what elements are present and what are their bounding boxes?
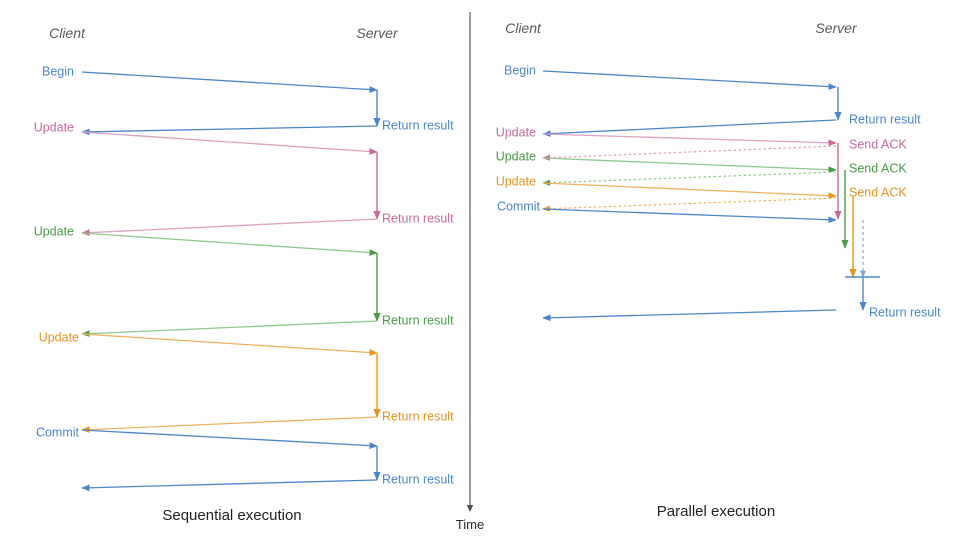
panel-caption: Parallel execution xyxy=(657,503,775,520)
message-label-update: Update xyxy=(34,120,74,134)
message-arrow xyxy=(542,70,837,90)
message-arrow xyxy=(542,145,837,161)
message-arrow xyxy=(81,218,378,237)
message-arrow xyxy=(81,71,378,93)
message-label-return-result: Return result xyxy=(382,118,454,132)
message-label-send-ack: Send ACK xyxy=(849,185,907,199)
message-arrow xyxy=(81,125,378,136)
message-label-commit: Commit xyxy=(36,425,80,439)
message-label-update: Update xyxy=(34,224,74,238)
message-arrow xyxy=(542,171,837,186)
message-label-return-result: Return result xyxy=(869,305,941,319)
message-arrow xyxy=(542,208,837,224)
time-axis-label: Time xyxy=(456,517,484,532)
message-label-return-result: Return result xyxy=(849,112,921,126)
message-label-return-result: Return result xyxy=(382,472,454,486)
message-label-update: Update xyxy=(496,149,536,163)
message-arrow xyxy=(81,429,378,449)
message-arrow xyxy=(81,320,378,338)
message-arrow xyxy=(542,197,837,212)
message-label-commit: Commit xyxy=(497,199,541,213)
message-label-send-ack: Send ACK xyxy=(849,137,907,151)
message-label-update: Update xyxy=(496,125,536,139)
message-label-update: Update xyxy=(39,330,79,344)
message-arrow xyxy=(542,182,837,200)
message-arrow xyxy=(81,416,378,434)
time-axis-arrowhead xyxy=(466,505,474,512)
client-actor-label: Client xyxy=(49,25,86,41)
message-arrow xyxy=(542,309,837,322)
message-arrow xyxy=(81,232,378,256)
message-label-send-ack: Send ACK xyxy=(849,161,907,175)
panel-caption: Sequential execution xyxy=(162,507,301,524)
client-actor-label: Client xyxy=(505,20,542,36)
message-arrow xyxy=(81,479,378,492)
message-arrow xyxy=(81,333,378,356)
server-actor-label: Server xyxy=(815,20,858,36)
message-arrow xyxy=(542,157,837,174)
server-actor-label: Server xyxy=(356,25,399,41)
message-label-update: Update xyxy=(496,174,536,188)
message-label-begin: Begin xyxy=(42,64,74,78)
message-arrow xyxy=(542,133,837,147)
message-label-begin: Begin xyxy=(504,63,536,77)
message-label-return-result: Return result xyxy=(382,211,454,225)
message-label-return-result: Return result xyxy=(382,409,454,423)
message-label-return-result: Return result xyxy=(382,313,454,327)
message-arrow xyxy=(81,131,378,155)
message-arrow xyxy=(542,119,837,138)
